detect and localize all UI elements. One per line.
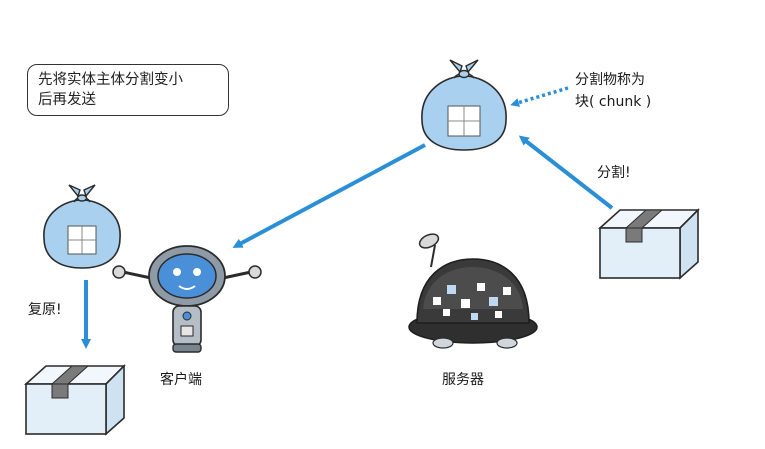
server-robot-icon xyxy=(409,231,537,348)
dotted-arrow-chunk-note xyxy=(514,88,568,104)
chunk-bag-icon xyxy=(422,60,506,150)
restored-box-icon xyxy=(26,366,124,434)
source-box-icon xyxy=(600,210,698,278)
arrow-chunk-to-client xyxy=(236,145,425,246)
arrow-box-to-chunk xyxy=(522,138,612,208)
client-robot-icon xyxy=(113,246,261,352)
restored-bag-icon xyxy=(44,185,120,268)
